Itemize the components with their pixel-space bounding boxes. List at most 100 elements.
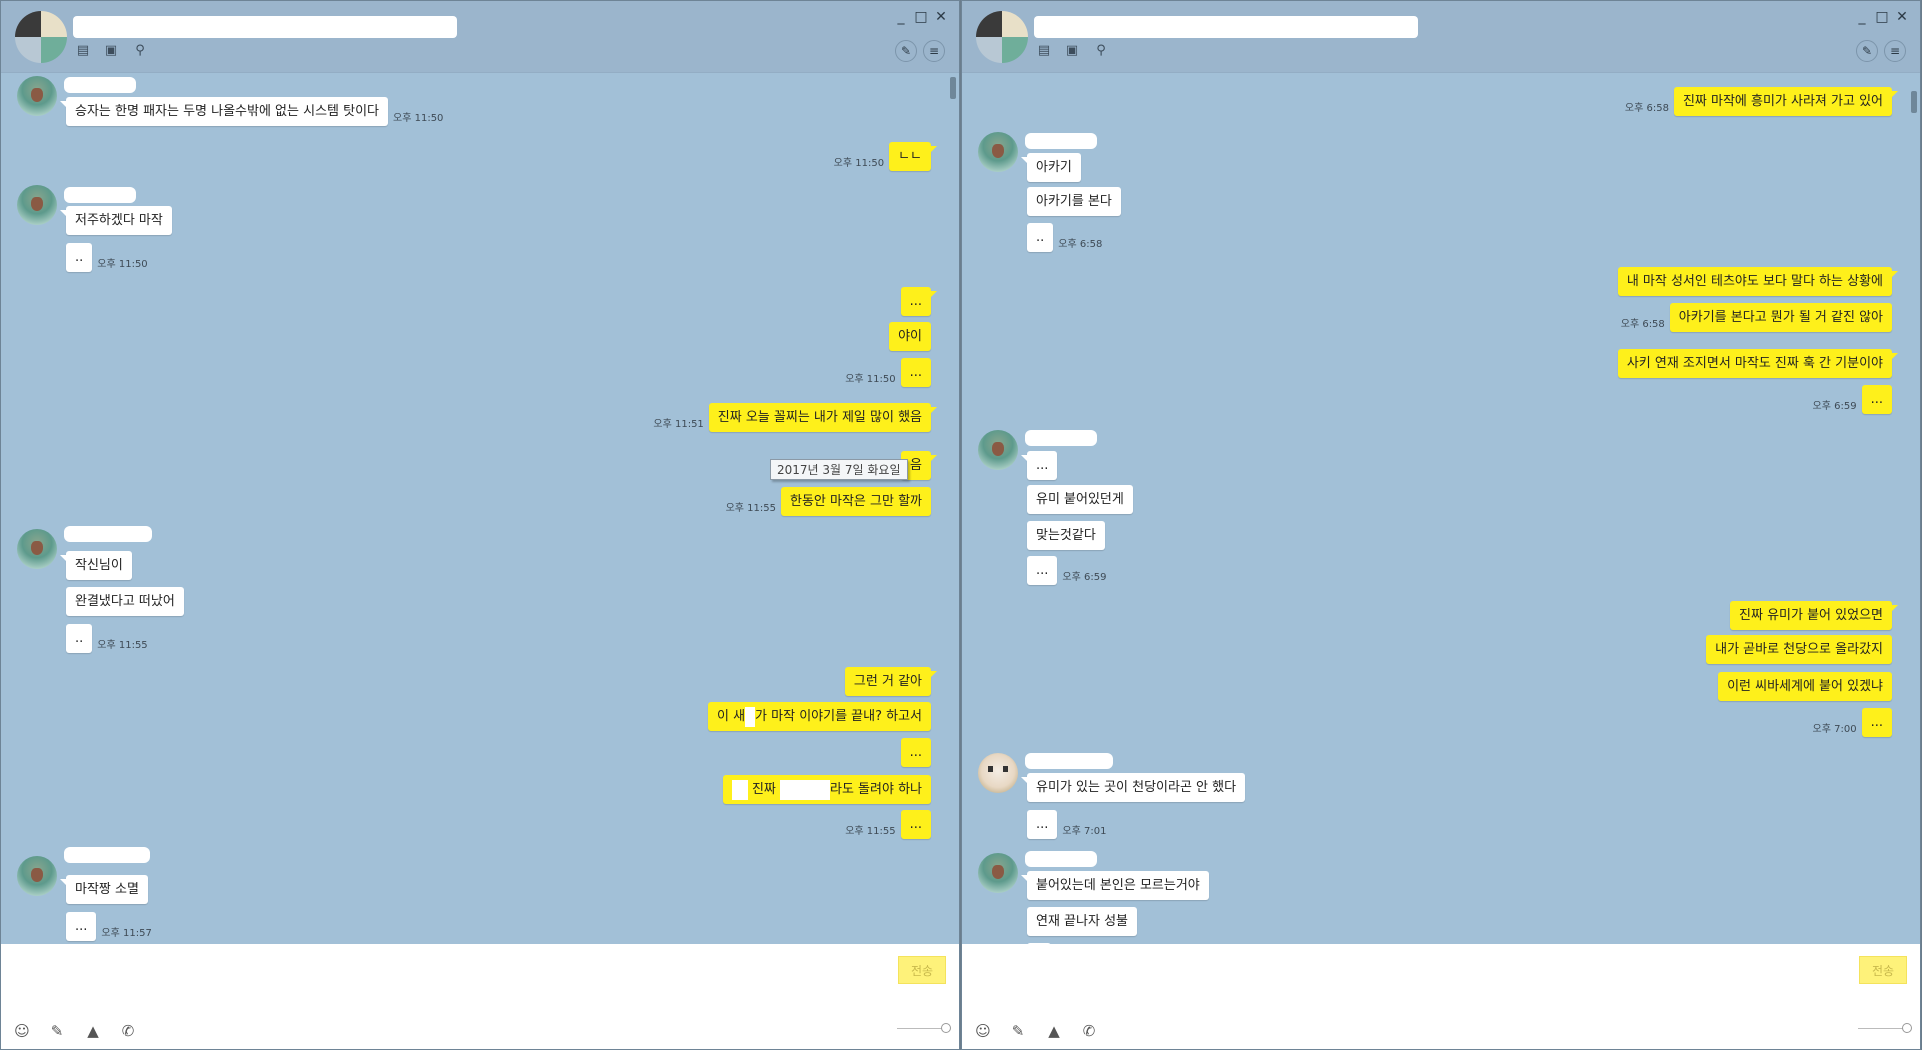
avatar[interactable] [978,753,1018,793]
message-bubble[interactable]: 이런 씨바세계에 붙어 있겠냐 [1718,672,1892,701]
message-bubble[interactable]: ... [900,287,938,316]
message-bubble[interactable]: 아카기를 본다 [1027,187,1121,216]
avatar[interactable] [17,529,57,569]
memo-icon[interactable]: ▤ [1037,43,1051,58]
message-bubble[interactable]: ㄴㄴ [889,142,937,171]
message-bubble[interactable]: ... [1027,556,1058,585]
search-icon[interactable]: ⚲ [135,43,145,58]
image-icon[interactable]: ▲ [1048,1022,1060,1040]
call-icon[interactable]: ✆ [1082,1022,1096,1040]
message-row: ...오후 6:59 [1027,556,1106,585]
message-bubble[interactable]: 아카기 [1021,153,1081,182]
message-bubble[interactable]: 사키 연재 조지면서 마작도 진짜 훅 간 기분이야 [1617,349,1899,378]
call-icon[interactable]: ✆ [121,1022,135,1040]
timestamp: 오후 11:55 [845,826,896,837]
message-bubble[interactable]: .. [66,243,93,272]
menu-icon[interactable]: ≡ [1884,40,1906,62]
send-button[interactable]: 전송 [1859,956,1907,984]
opacity-slider[interactable] [1858,1023,1912,1033]
message-row: ..오후 11:50 [66,243,148,272]
maximize-button[interactable]: □ [1875,9,1889,25]
message-bubble[interactable]: 진짜 마작에 흥미가 사라져 가고 있어 [1673,87,1899,116]
inbox-icon[interactable]: ▣ [104,43,118,58]
message-bubble[interactable]: 진짜 라도 돌려야 하나 [722,775,931,804]
message-bubble[interactable]: 내가 곧바로 천당으로 올라갔지 [1706,635,1892,664]
message-bubble[interactable]: ... [900,738,931,767]
chat-header: ▤ ▣ ⚲ _ □ ✕ ✎ ≡ [1,1,959,73]
message-input-area[interactable]: 전송 ☺ ✎ ▲ ✆ [962,944,1920,1049]
message-bubble[interactable]: 유미가 있는 곳이 천당이라곤 안 했다 [1020,773,1246,802]
message-bubble[interactable]: ... [900,358,931,387]
memo-icon[interactable]: ▤ [76,43,90,58]
attach-icon[interactable]: ✎ [1011,1022,1025,1040]
avatar[interactable] [17,856,57,896]
message-bubble[interactable]: 완결냈다고 떠났어 [66,587,184,616]
close-button[interactable]: ✕ [935,9,947,25]
send-button[interactable]: 전송 [898,956,946,984]
message-bubble[interactable]: 유미 붙어있던게 [1027,485,1133,514]
inbox-icon[interactable]: ▣ [1065,43,1079,58]
message-bubble[interactable]: 맞는것같다 [1027,521,1105,550]
chat-title-redacted [73,16,457,38]
scrollbar[interactable] [950,77,956,99]
message-bubble[interactable]: 진짜 오늘 꼴찌는 내가 제일 많이 했음 [708,403,938,432]
message-bubble[interactable]: 작신님이 [60,551,132,580]
message-text: 라도 돌려야 하나 [830,782,922,797]
sender-name-redacted [1025,133,1097,149]
opacity-slider[interactable] [897,1023,951,1033]
message-bubble[interactable]: 승자는 한명 패자는 두명 나올수밖에 없는 시스템 탓이다 [59,97,389,126]
message-bubble[interactable]: .. [66,624,93,653]
attach-icon[interactable]: ✎ [50,1022,64,1040]
message-bubble[interactable]: 그런 거 같아 [844,667,938,696]
avatar[interactable] [978,853,1018,893]
emoji-icon[interactable]: ☺ [14,1022,30,1040]
avatar[interactable] [17,76,57,116]
message-bubble[interactable]: 진짜 유미가 붙어 있었으면 [1730,601,1898,630]
timestamp: 오후 11:51 [653,419,704,430]
maximize-button[interactable]: □ [914,9,928,25]
mute-icon[interactable]: ✎ [1856,40,1878,62]
message-bubble[interactable]: ... [1861,385,1892,414]
minimize-button[interactable]: _ [897,9,905,25]
close-button[interactable]: ✕ [1896,9,1908,25]
group-avatar[interactable] [976,11,1028,63]
message-bubble[interactable]: 저주하겠다 마작 [60,206,172,235]
group-avatar[interactable] [15,11,67,63]
image-icon[interactable]: ▲ [87,1022,99,1040]
slider-handle[interactable] [1902,1023,1912,1033]
sender-name-redacted [1025,753,1113,769]
menu-icon[interactable]: ≡ [923,40,945,62]
message-bubble[interactable]: 한동안 마작은 그만 할까 [781,487,931,516]
slider-handle[interactable] [941,1023,951,1033]
avatar[interactable] [17,185,57,225]
sender-name-redacted [64,847,150,863]
minimize-button[interactable]: _ [1858,9,1866,25]
timestamp: 오후 6:58 [1624,103,1669,114]
message-bubble[interactable]: 연재 끝나자 성불 [1027,907,1137,936]
avatar[interactable] [978,430,1018,470]
message-bubble[interactable]: ... [1861,708,1892,737]
emoji-icon[interactable]: ☺ [975,1022,991,1040]
search-icon[interactable]: ⚲ [1096,43,1106,58]
message-bubble[interactable]: 붙어있는데 본인은 모르는거야 [1021,871,1209,900]
message-bubble[interactable]: .. [1027,223,1054,252]
message-bubble[interactable] [1027,943,1051,944]
message-bubble[interactable]: 아카기를 본다고 뭔가 될 거 같진 않아 [1669,303,1892,332]
message-bubble[interactable]: 내 마작 성서인 테츠야도 보다 말다 하는 상황에 [1617,267,1899,296]
message-row: 진짜 라도 돌려야 하나 [722,775,931,804]
message-bubble[interactable]: ... [1027,810,1058,839]
message-bubble[interactable]: ... [1020,451,1058,480]
message-bubble[interactable]: ... [900,810,931,839]
message-bubble[interactable]: 마작짱 소멸 [60,875,148,904]
avatar[interactable] [978,132,1018,172]
message-input-area[interactable]: 전송 ☺ ✎ ▲ ✆ [1,944,959,1049]
message-bubble[interactable]: ... [66,912,97,941]
scrollbar[interactable] [1911,91,1917,113]
message-row: ...오후 7:00 [1813,708,1892,737]
mute-icon[interactable]: ✎ [895,40,917,62]
message-bubble[interactable]: 야이 [889,322,931,351]
